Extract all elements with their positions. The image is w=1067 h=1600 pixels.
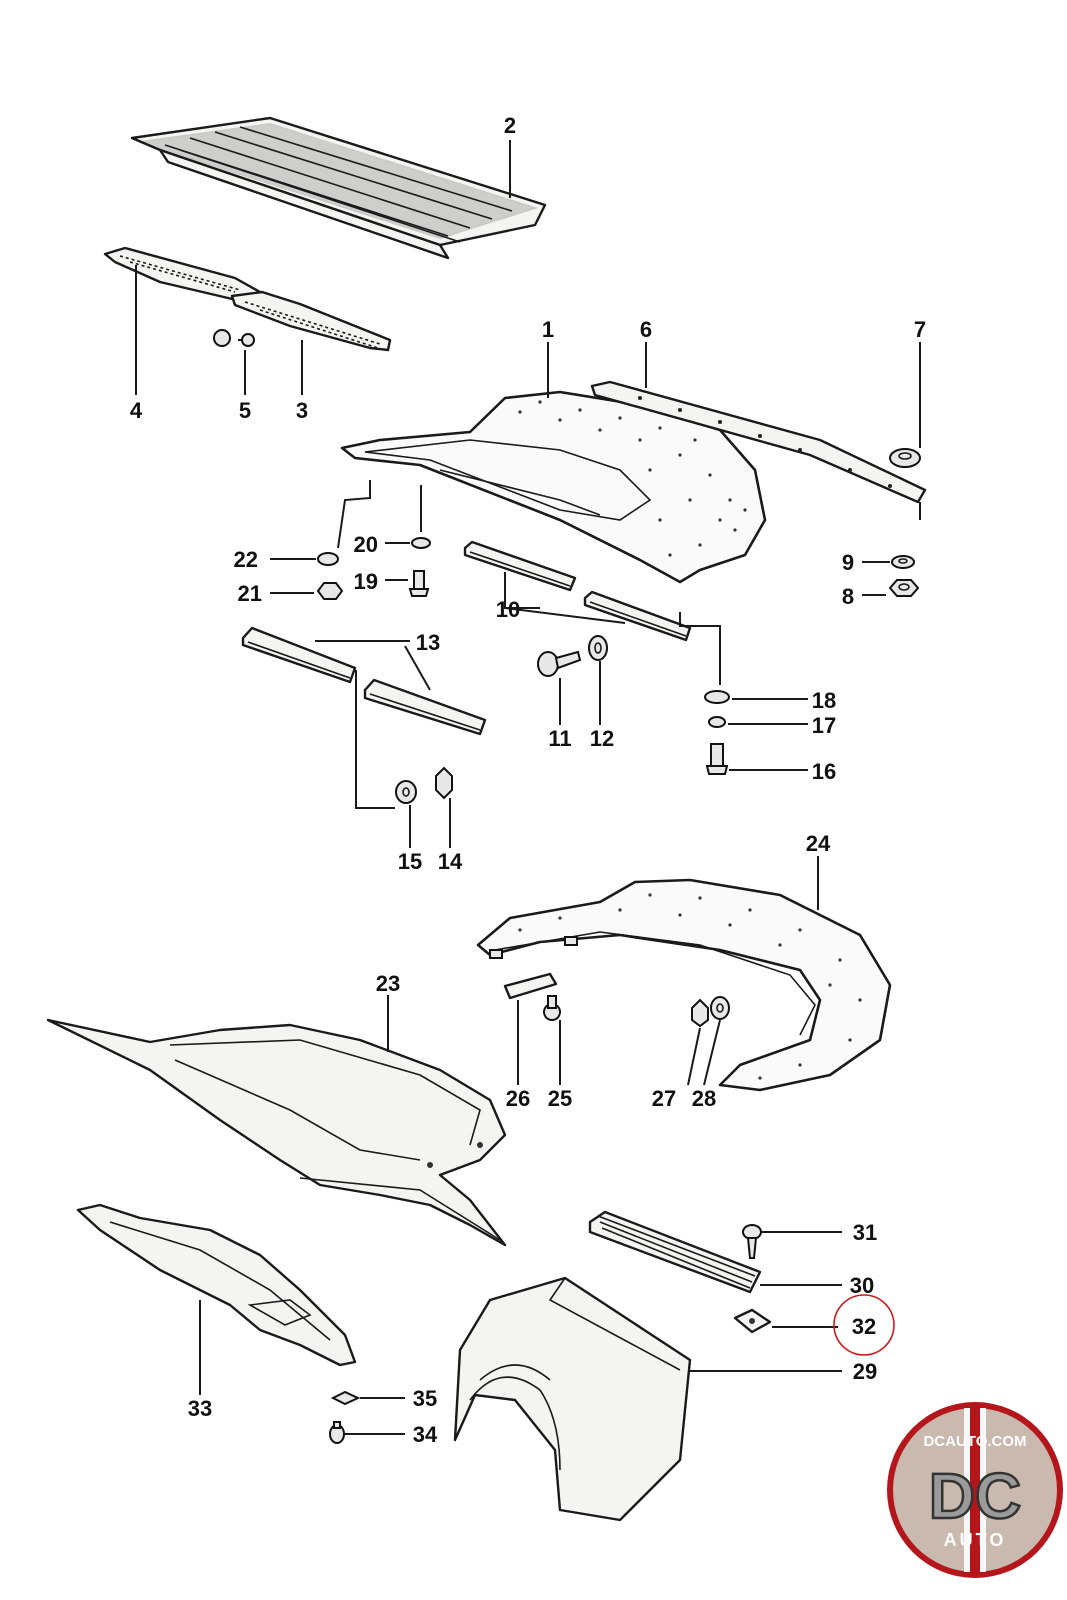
part-35-clip	[330, 1390, 361, 1406]
part-22-washer	[317, 552, 339, 566]
callout-11: 11	[548, 726, 571, 751]
callout-34: 34	[413, 1422, 438, 1447]
part-3-mat-right	[230, 290, 392, 352]
part-23-shell	[46, 1018, 507, 1247]
part-9-washer	[891, 555, 915, 569]
callout-30: 30	[850, 1273, 874, 1298]
part-31-screw	[742, 1224, 762, 1259]
part-13-bracket-a	[241, 626, 357, 684]
part-4-mat-left	[103, 246, 262, 304]
part-10-bracket-a	[463, 540, 577, 592]
callout-4: 4	[130, 398, 143, 423]
part-5-clip	[213, 329, 255, 347]
callout-10: 10	[496, 597, 520, 622]
callout-13: 13	[416, 630, 440, 655]
part-2-floor-panel	[130, 116, 547, 260]
callout-28: 28	[692, 1086, 716, 1111]
svg-text:DCAUTO.COM: DCAUTO.COM	[923, 1433, 1026, 1450]
part-11-screw	[537, 650, 582, 677]
callout-labels: 2 1 6 7 4 5 3 22 21 20 19 9 8 10 13 11 1…	[130, 113, 926, 1447]
callout-26: 26	[506, 1086, 530, 1111]
part-10-bracket-b	[583, 590, 692, 642]
part-29-housing	[453, 1276, 692, 1522]
callout-33: 33	[188, 1396, 212, 1421]
callout-35: 35	[413, 1386, 437, 1411]
part-28-washer	[710, 996, 730, 1020]
part-30-ribbed-pad	[588, 1210, 762, 1294]
part-1-seat-foam	[340, 390, 767, 584]
highlight-circle-32	[833, 1294, 895, 1356]
part-24-seatback-foam	[476, 878, 892, 1092]
part-32-clip	[733, 1308, 772, 1334]
leader-lines	[135, 140, 921, 1435]
part-15-washer	[395, 780, 417, 804]
callout-18: 18	[812, 688, 836, 713]
callout-2: 2	[504, 113, 516, 138]
part-34-screw	[329, 1421, 345, 1444]
callout-3: 3	[296, 398, 308, 423]
callout-20: 20	[354, 532, 378, 557]
callout-16: 16	[812, 759, 836, 784]
part-26-bar	[503, 972, 558, 1000]
callout-1: 1	[542, 317, 554, 342]
callout-7: 7	[914, 317, 926, 342]
callout-24: 24	[806, 831, 831, 856]
callout-9: 9	[842, 550, 854, 575]
part-7-nut	[889, 448, 921, 468]
part-27-nut	[691, 998, 709, 1028]
part-8-nut	[888, 579, 920, 597]
callout-22: 22	[234, 547, 258, 572]
callout-29: 29	[853, 1359, 877, 1384]
part-12-washer	[588, 635, 608, 661]
part-21-nut	[316, 582, 344, 600]
callout-31: 31	[853, 1220, 877, 1245]
part-13-bracket-b	[363, 678, 487, 736]
callout-19: 19	[354, 569, 378, 594]
callout-6: 6	[640, 317, 652, 342]
callout-15: 15	[398, 849, 422, 874]
dcauto-logo-badge: DCAUTO.COM DC AUTO	[887, 1402, 1063, 1578]
part-33-plate	[76, 1203, 357, 1367]
callout-5: 5	[239, 398, 251, 423]
callout-23: 23	[376, 971, 400, 996]
svg-text:DC: DC	[929, 1460, 1021, 1532]
callout-17: 17	[812, 713, 836, 738]
part-20-washer	[411, 537, 431, 549]
svg-text:AUTO: AUTO	[944, 1530, 1007, 1550]
part-6-trim-strip	[590, 380, 927, 504]
part-14-nut	[435, 766, 453, 800]
callout-32: 32	[852, 1314, 876, 1339]
part-19-bolt	[408, 570, 430, 597]
callout-25: 25	[548, 1086, 572, 1111]
part-25-screw	[543, 995, 561, 1021]
part-18-washer	[704, 690, 730, 704]
part-16-bolt	[705, 743, 729, 775]
callout-27: 27	[652, 1086, 676, 1111]
callout-8: 8	[842, 584, 854, 609]
callout-21: 21	[238, 581, 262, 606]
callout-12: 12	[590, 726, 614, 751]
part-17-lockwasher	[708, 716, 726, 728]
callout-14: 14	[438, 849, 463, 874]
